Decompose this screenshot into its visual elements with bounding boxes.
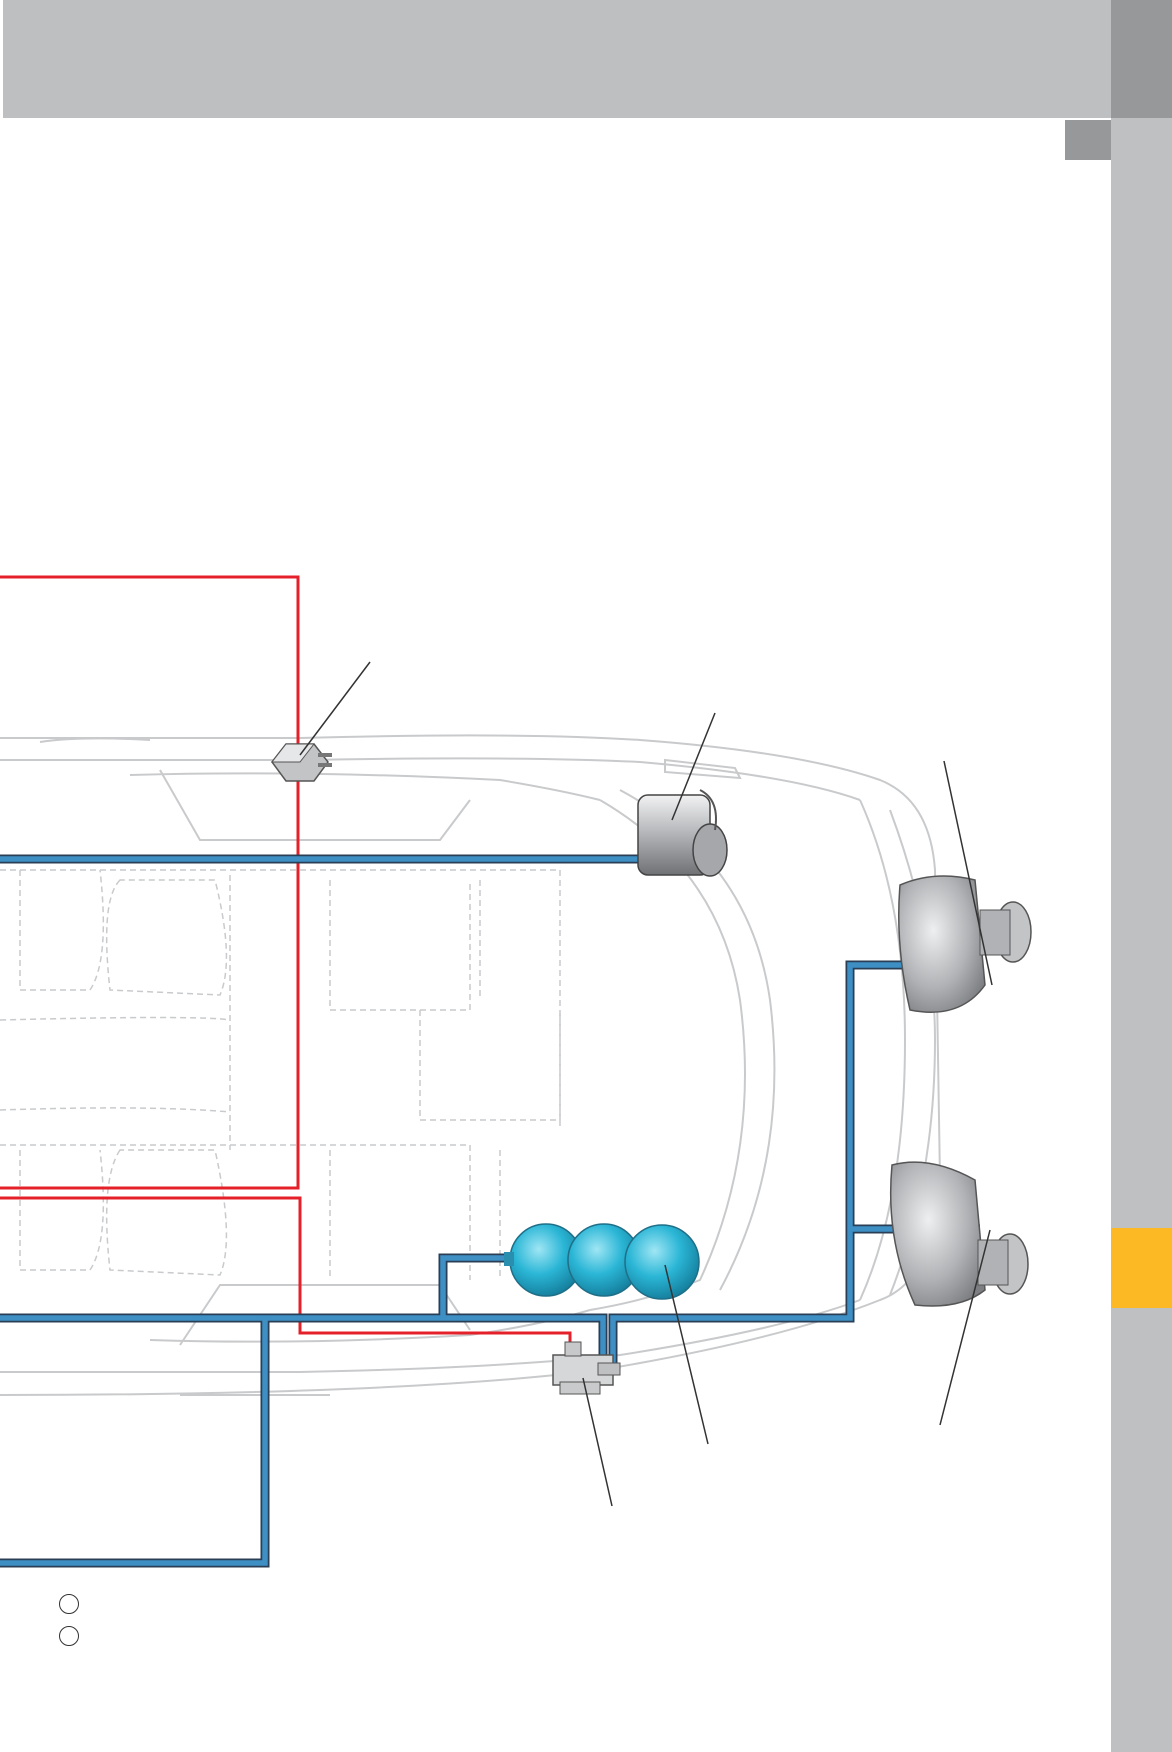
valve-block-icon	[552, 1341, 621, 1395]
legend-marker-1	[59, 1594, 79, 1614]
accumulator-icon	[504, 1223, 700, 1300]
air-spring-icon	[889, 1161, 1029, 1307]
vehicle-body-outline	[0, 734, 942, 1396]
interior-seats-outline	[0, 869, 561, 1280]
rail-tab	[1065, 120, 1111, 160]
air-suspension-diagram	[0, 575, 1032, 1568]
right-rail-top-block	[1111, 0, 1172, 118]
pneumatic-air-lines	[0, 854, 980, 1568]
section-marker	[1111, 1228, 1172, 1308]
electrical-wiring	[0, 575, 572, 1352]
air-spring-icon	[898, 875, 1032, 1013]
callout-leader-lines	[299, 661, 993, 1507]
legend-marker-2	[59, 1626, 79, 1646]
right-rail	[1111, 0, 1172, 1752]
relay-icon	[270, 743, 332, 782]
compressor-icon	[637, 789, 728, 877]
header-bar	[3, 0, 1111, 118]
